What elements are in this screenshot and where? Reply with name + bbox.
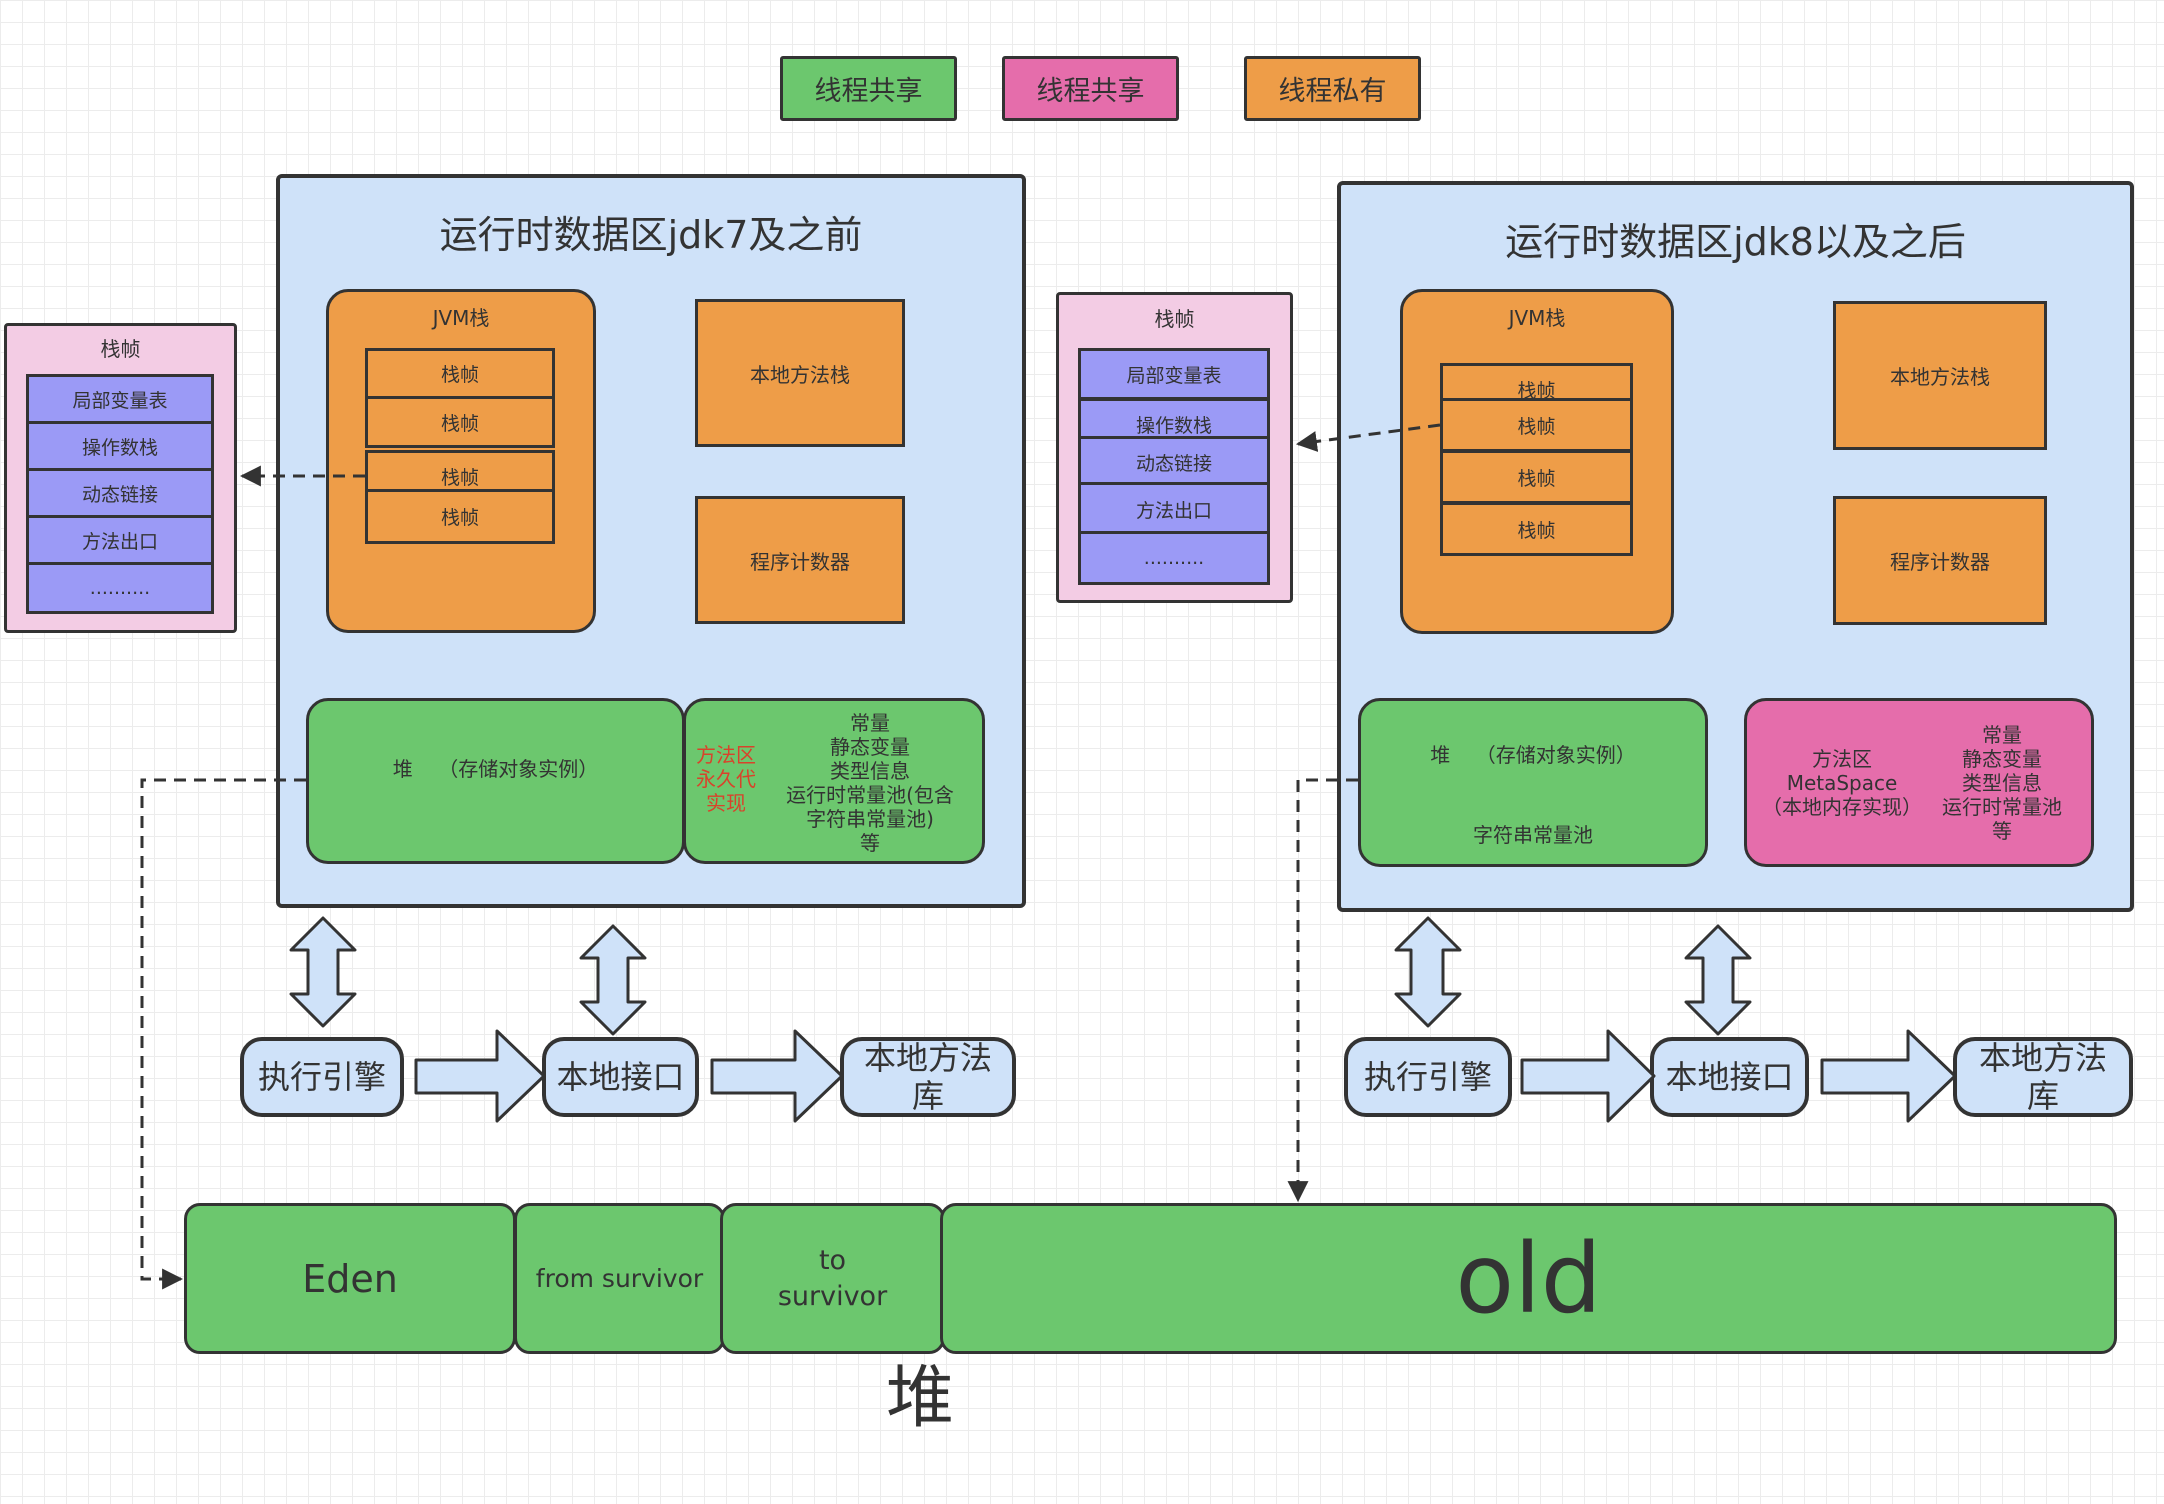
jdk8-method-area-details: 常量 静态变量 类型信息 运行时常量池 等: [1942, 723, 2062, 843]
method-exit: 方法出口: [1078, 482, 1270, 536]
frame-ellipsis: ..........: [1078, 531, 1270, 585]
right-execution-engine: 执行引擎: [1344, 1037, 1512, 1117]
left-native-method-library: 本地方法 库: [840, 1037, 1016, 1117]
right-native-method-library: 本地方法 库: [1953, 1037, 2133, 1117]
jdk8-program-counter: 程序计数器: [1833, 496, 2047, 625]
jdk7-stack-frame-4: 栈帧: [365, 489, 555, 544]
dynamic-linking: 动态链接: [1078, 436, 1270, 488]
jdk7-stack-frame-1: 栈帧: [365, 348, 555, 399]
left-execution-engine: 执行引擎: [240, 1037, 404, 1117]
jdk8-heap-label: 堆 （存储对象实例）: [1430, 743, 1636, 767]
local-variable-table: 局部变量表: [26, 374, 214, 424]
stack-frame-title: 栈帧: [1154, 307, 1195, 331]
jdk7-method-area: 方法区 永久代实现 常量 静态变量 类型信息 运行时常量池(包含 字符串常量池)…: [683, 698, 985, 864]
block-arrow-right-1: [1520, 1029, 1656, 1123]
double-arrow-jdk8-interface: [1684, 924, 1752, 1036]
double-arrow-jdk7-engine: [289, 916, 357, 1028]
jdk7-program-counter: 程序计数器: [695, 496, 905, 624]
jdk8-stack-frame-3: 栈帧: [1440, 450, 1633, 504]
operand-stack: 操作数栈: [26, 421, 214, 471]
double-arrow-jdk8-engine: [1394, 916, 1462, 1028]
jdk8-title: 运行时数据区jdk8以及之后: [1505, 220, 1966, 264]
frame-ellipsis: ..........: [26, 562, 214, 614]
jdk8-stack-frame-2: 栈帧: [1440, 398, 1633, 452]
jdk7-method-area-details: 常量 静态变量 类型信息 运行时常量池(包含 字符串常量池) 等: [786, 711, 954, 855]
jdk8-jvm-stack-label: JVM栈: [1508, 306, 1566, 330]
jdk7-jvm-stack-label: JVM栈: [432, 306, 490, 330]
jdk7-stack-frame-2: 栈帧: [365, 396, 555, 448]
jdk7-heap: 堆 （存储对象实例）: [306, 698, 685, 864]
left-native-interface: 本地接口: [542, 1037, 699, 1117]
jdk8-string-constant-pool: 字符串常量池: [1473, 823, 1593, 847]
jdk8-method-area-metaspace: 方法区 MetaSpace （本地内存实现） 常量 静态变量 类型信息 运行时常…: [1744, 698, 2094, 867]
jdk7-method-area-name: 方法区 永久代实现: [696, 743, 756, 815]
jdk7-title: 运行时数据区jdk7及之前: [439, 213, 863, 257]
heap-caption: 堆: [885, 1359, 954, 1438]
block-arrow-left-2: [710, 1029, 844, 1123]
jdk8-native-method-stack: 本地方法栈: [1833, 301, 2047, 450]
block-arrow-right-2: [1820, 1029, 1957, 1123]
block-arrow-left-1: [414, 1029, 546, 1123]
local-variable-table: 局部变量表: [1078, 348, 1270, 400]
method-exit: 方法出口: [26, 515, 214, 565]
stack-frame-title: 栈帧: [100, 337, 141, 361]
jdk7-heap-label: 堆 （存储对象实例）: [392, 757, 599, 781]
legend-thread-private: 线程私有: [1244, 56, 1421, 121]
dynamic-linking: 动态链接: [26, 468, 214, 518]
jdk7-native-method-stack: 本地方法栈: [695, 299, 905, 447]
heap-old-generation: old: [940, 1203, 2117, 1354]
legend-thread-shared-pink: 线程共享: [1002, 56, 1179, 121]
legend-thread-shared-green: 线程共享: [780, 56, 957, 121]
heap-eden: Eden: [184, 1203, 516, 1354]
double-arrow-jdk7-interface: [579, 924, 647, 1036]
jdk8-stack-frame-4: 栈帧: [1440, 502, 1633, 556]
jdk8-heap: 堆 （存储对象实例） 字符串常量池: [1358, 698, 1708, 867]
heap-to-survivor: to survivor: [720, 1203, 945, 1354]
right-native-interface: 本地接口: [1650, 1037, 1809, 1117]
heap-from-survivor: from survivor: [514, 1203, 725, 1354]
jdk8-method-area-name: 方法区 MetaSpace （本地内存实现）: [1762, 747, 1922, 819]
